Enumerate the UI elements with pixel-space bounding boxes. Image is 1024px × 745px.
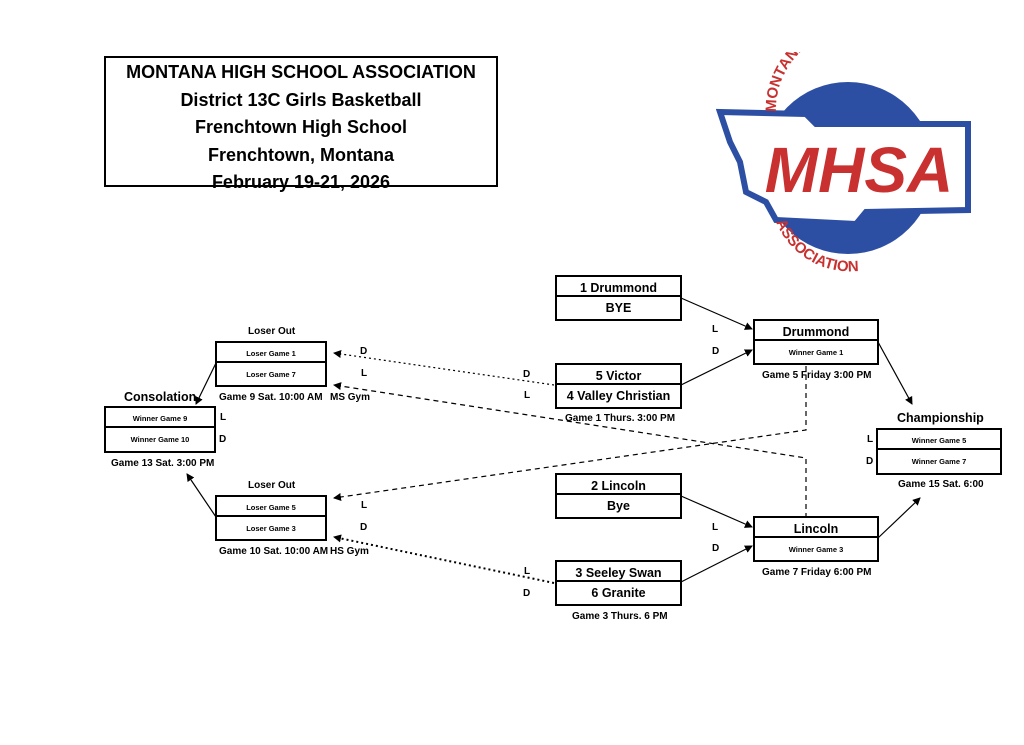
game-15-D-mark: D [866, 456, 874, 467]
game-1-box: 5 Victor 4 Valley Christian [555, 363, 682, 409]
seed-4-team: 4 Valley Christian [557, 383, 680, 407]
seed-3-team: 3 Seeley Swan [575, 565, 662, 580]
game-7-box: Lincoln Winner Game 3 [753, 516, 879, 562]
game-10-caption: Game 10 Sat. 10:00 AM [219, 546, 329, 557]
championship-heading: Championship [897, 411, 984, 425]
game-9-top-slot: Loser Game 1 [246, 349, 296, 358]
game-2-lincoln-bye: 2 Lincoln Bye [555, 473, 682, 519]
game-9-venue: MS Gym [330, 392, 371, 403]
game-13-top-slot: Winner Game 9 [132, 414, 188, 423]
seed-6-team: 6 Granite [557, 580, 680, 604]
game-9-L-mark: L [361, 368, 368, 379]
game-5-caption: Game 5 Friday 3:00 PM [762, 370, 872, 381]
seed-1-team: 1 Drummond [579, 280, 658, 295]
game-1-L-mark: L [524, 390, 531, 401]
game-5-box: Drummond Winner Game 1 [753, 319, 879, 365]
consolation-heading: Consolation [124, 390, 197, 404]
game-10-venue: HS Gym [330, 546, 369, 557]
game-9-heading: Loser Out [248, 326, 296, 337]
game-13-bottom-slot: Winner Game 10 [106, 426, 214, 451]
seed-2-team: 2 Lincoln [591, 478, 646, 493]
game-3-L-mark: L [524, 566, 531, 577]
game-10-D-mark: D [360, 522, 368, 533]
title-block: MONTANA HIGH SCHOOL ASSOCIATION District… [104, 56, 498, 192]
game-1-caption: Game 1 Thurs. 3:00 PM [565, 413, 676, 424]
game-10-L-mark: L [361, 500, 368, 511]
game-9-box: Loser Game 1 Loser Game 7 [215, 341, 327, 387]
game-3-caption: Game 3 Thurs. 6 PM [572, 611, 668, 622]
game-1-drummond-bye: 1 Drummond BYE [555, 275, 682, 321]
game-1-D-mark: D [523, 369, 531, 380]
game-3-D-mark: D [523, 588, 531, 599]
game-13-L-mark: L [220, 412, 227, 423]
game-10-heading: Loser Out [248, 480, 296, 491]
game-10-bottom-slot: Loser Game 3 [217, 515, 325, 539]
game-9-bottom-slot: Loser Game 7 [217, 361, 325, 385]
bye-slot: BYE [557, 295, 680, 319]
game-5-D-mark: D [712, 346, 720, 357]
host-school: Frenchtown High School [195, 117, 407, 137]
game-7-top-team: Lincoln [793, 521, 839, 536]
game-7-caption: Game 7 Friday 6:00 PM [762, 567, 872, 578]
game-9-D-mark: D [360, 346, 368, 357]
host-city: Frenchtown, Montana [208, 144, 394, 165]
game-15-caption: Game 15 Sat. 6:00 [898, 479, 984, 490]
game-7-bottom-slot: Winner Game 3 [755, 536, 877, 560]
game-3-box: 3 Seeley Swan 6 Granite [555, 560, 682, 606]
game-5-L-mark: L [712, 324, 719, 335]
tournament-dates: February 19-21, 2026 [211, 172, 391, 192]
game-5-top-team: Drummond [782, 324, 850, 339]
mhsa-logo: MHSA MONTANA HIGH SCHOOL ASSOCIATION [716, 52, 971, 274]
game-15-box: Winner Game 5 Winner Game 7 [876, 428, 1002, 475]
game-13-caption: Game 13 Sat. 3:00 PM [111, 458, 215, 469]
game-10-box: Loser Game 5 Loser Game 3 [215, 495, 327, 541]
logo-main-text: MHSA [765, 134, 953, 206]
bye-slot: Bye [557, 493, 680, 517]
game-13-box: Winner Game 9 Winner Game 10 [104, 406, 216, 453]
seed-5-team: 5 Victor [595, 368, 642, 383]
game-9-caption: Game 9 Sat. 10:00 AM [219, 392, 323, 403]
game-15-L-mark: L [867, 434, 874, 445]
game-7-D-mark: D [712, 543, 720, 554]
tournament-name: District 13C Girls Basketball [180, 89, 422, 110]
game-13-D-mark: D [219, 434, 227, 445]
game-7-L-mark: L [712, 522, 719, 533]
game-5-bottom-slot: Winner Game 1 [755, 339, 877, 363]
game-15-bottom-slot: Winner Game 7 [878, 448, 1000, 473]
game-10-top-slot: Loser Game 5 [246, 503, 296, 512]
association-name: MONTANA HIGH SCHOOL ASSOCIATION [126, 62, 476, 82]
game-15-top-slot: Winner Game 5 [911, 436, 967, 445]
